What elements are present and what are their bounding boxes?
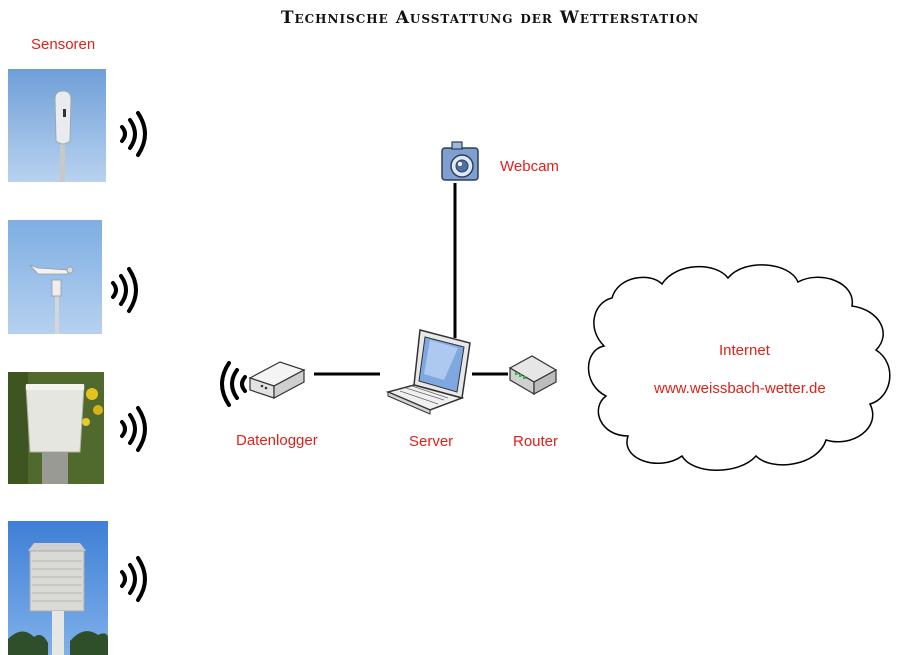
thermo-hygro-screen-sensor-photo — [8, 521, 108, 655]
sensoren-label: Sensoren — [31, 36, 96, 53]
wireless-signal-icon — [120, 556, 147, 602]
internet-cloud-shape — [587, 264, 891, 471]
router-label: Router — [513, 433, 559, 450]
precipitation-collector-sensor-photo — [8, 372, 104, 484]
webcam-icon — [441, 141, 479, 181]
wireless-signal-icon — [120, 406, 147, 452]
anemometer-sensor-photo — [8, 220, 102, 334]
server-label: Server — [409, 433, 454, 450]
wireless-signal-icon — [111, 267, 138, 313]
internet-label: Internet — [719, 342, 770, 359]
router-icon — [508, 355, 558, 396]
datenlogger-icon — [248, 361, 306, 399]
diagram-title: Technische Ausstattung der Wetterstation — [280, 8, 700, 28]
website-url-label: www.weissbach-wetter.de — [654, 380, 826, 397]
webcam-label: Webcam — [500, 158, 559, 175]
rain-gauge-sensor-photo — [8, 69, 106, 182]
wireless-signal-icon — [120, 111, 147, 157]
wireless-signal-icon — [220, 361, 247, 407]
datenlogger-label: Datenlogger — [236, 432, 318, 449]
server-laptop-icon — [385, 329, 471, 415]
